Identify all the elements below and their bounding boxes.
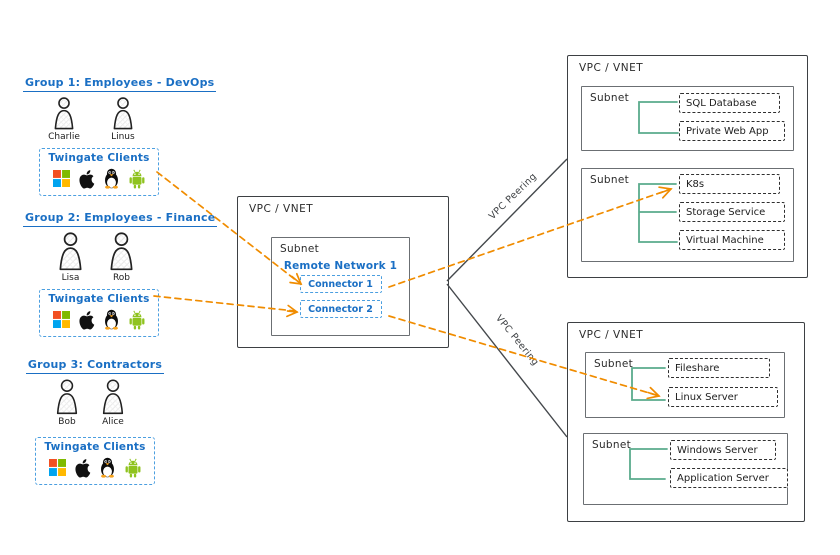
resource-virtual-machine: Virtual Machine	[679, 230, 785, 250]
peering-line-top	[446, 158, 568, 282]
resource-fileshare: Fileshare	[668, 358, 770, 378]
remote-vpc-box: VPC / VNET Subnet Remote Network 1 Conne…	[237, 196, 449, 348]
vpc-peering-label-top: VPC Peering	[486, 171, 540, 222]
platform-icons	[38, 457, 152, 478]
vpc-top-box: VPC / VNET Subnet SQL Database Private W…	[567, 55, 808, 278]
resource-sql-database: SQL Database	[679, 93, 780, 113]
subnet-label: Subnet	[590, 92, 630, 104]
apple-icon	[74, 458, 90, 478]
remote-network-label: Remote Network 1	[283, 260, 398, 272]
group-3-twingate-clients-box: Twingate Clients	[35, 437, 155, 485]
remote-vpc-label: VPC / VNET	[249, 203, 314, 215]
resource-storage-service: Storage Service	[679, 202, 785, 222]
subnet-label: Subnet	[590, 174, 630, 186]
vpc-bottom-box: VPC / VNET Subnet Fileshare Linux Server…	[567, 322, 805, 522]
group-1-members: Charlie Linus	[23, 97, 175, 142]
member: Linus	[110, 97, 136, 142]
member-name: Bob	[58, 417, 76, 427]
peering-line-bottom	[446, 283, 568, 438]
android-icon	[129, 310, 144, 330]
resource-k8s: K8s	[679, 174, 780, 194]
apple-icon	[78, 310, 94, 330]
person-icon	[113, 97, 133, 130]
vpc-bottom-subnet-2: Subnet Windows Server Application Server	[583, 433, 788, 505]
subnet-label: Subnet	[594, 358, 634, 370]
platform-icons	[42, 309, 156, 330]
group-1-twingate-clients-box: Twingate Clients	[39, 148, 159, 196]
person-icon	[110, 232, 133, 271]
windows-icon	[52, 170, 70, 187]
resource-list: SQL Database Private Web App	[679, 93, 785, 141]
resource-application-server: Application Server	[670, 468, 788, 488]
member-name: Linus	[111, 132, 135, 142]
member-name: Alice	[102, 417, 124, 427]
apple-icon	[78, 169, 94, 189]
vpc-bottom-label: VPC / VNET	[579, 329, 644, 341]
resource-list: Windows Server Application Server	[670, 440, 788, 488]
group-3-title: Group 3: Contractors	[25, 358, 165, 374]
member-name: Lisa	[61, 273, 80, 283]
vpc-top-label: VPC / VNET	[579, 62, 644, 74]
person-icon	[56, 379, 78, 415]
group-1-title: Group 1: Employees - DevOps	[23, 76, 217, 92]
platform-icons	[42, 168, 156, 189]
member: Lisa	[55, 232, 86, 283]
subnet-label: Subnet	[592, 439, 632, 451]
member-name: Charlie	[48, 132, 80, 142]
android-icon	[125, 458, 140, 478]
member-name: Rob	[112, 273, 131, 283]
group-2-title: Group 2: Employees - Finance	[23, 211, 218, 227]
person-icon	[59, 232, 82, 271]
connector-1-box: Connector 1	[299, 275, 382, 293]
group-2-members: Lisa Rob	[23, 232, 175, 283]
group-1-panel: Group 1: Employees - DevOps Charlie Linu…	[23, 71, 217, 196]
linux-tux-icon	[104, 309, 118, 330]
member: Charlie	[48, 97, 80, 142]
vpc-bottom-subnet-1: Subnet Fileshare Linux Server	[585, 352, 785, 418]
person-icon	[54, 97, 74, 130]
member: Alice	[99, 379, 127, 427]
remote-subnet-box: Subnet Remote Network 1 Connector 1 Conn…	[271, 237, 410, 336]
group-2-panel: Group 2: Employees - Finance Lisa Rob Tw…	[23, 206, 218, 337]
linux-tux-icon	[104, 168, 118, 189]
resource-windows-server: Windows Server	[670, 440, 776, 460]
person-icon	[102, 379, 124, 415]
twingate-clients-label: Twingate Clients	[44, 441, 146, 453]
resource-list: Fileshare Linux Server	[668, 358, 778, 407]
remote-subnet-label: Subnet	[280, 243, 320, 255]
vpc-top-subnet-1: Subnet SQL Database Private Web App	[581, 86, 794, 151]
windows-icon	[52, 311, 70, 328]
group-3-members: Bob Alice	[19, 379, 171, 427]
resource-private-web-app: Private Web App	[679, 121, 785, 141]
member: Rob	[106, 232, 137, 283]
android-icon	[129, 169, 144, 189]
resource-linux-server: Linux Server	[668, 387, 778, 407]
group-3-panel: Group 3: Contractors Bob Alice Twingate …	[19, 353, 171, 485]
group-2-twingate-clients-box: Twingate Clients	[39, 289, 159, 337]
twingate-clients-label: Twingate Clients	[48, 152, 150, 164]
linux-tux-icon	[100, 457, 114, 478]
vpc-top-subnet-2: Subnet K8s Storage Service Virtual Machi…	[581, 168, 794, 262]
connector-2-box: Connector 2	[299, 300, 382, 318]
resource-list: K8s Storage Service Virtual Machine	[679, 174, 785, 250]
vpc-peering-label-bottom: VPC Peering	[493, 312, 541, 369]
windows-icon	[48, 459, 66, 476]
twingate-clients-label: Twingate Clients	[48, 293, 150, 305]
member: Bob	[53, 379, 81, 427]
